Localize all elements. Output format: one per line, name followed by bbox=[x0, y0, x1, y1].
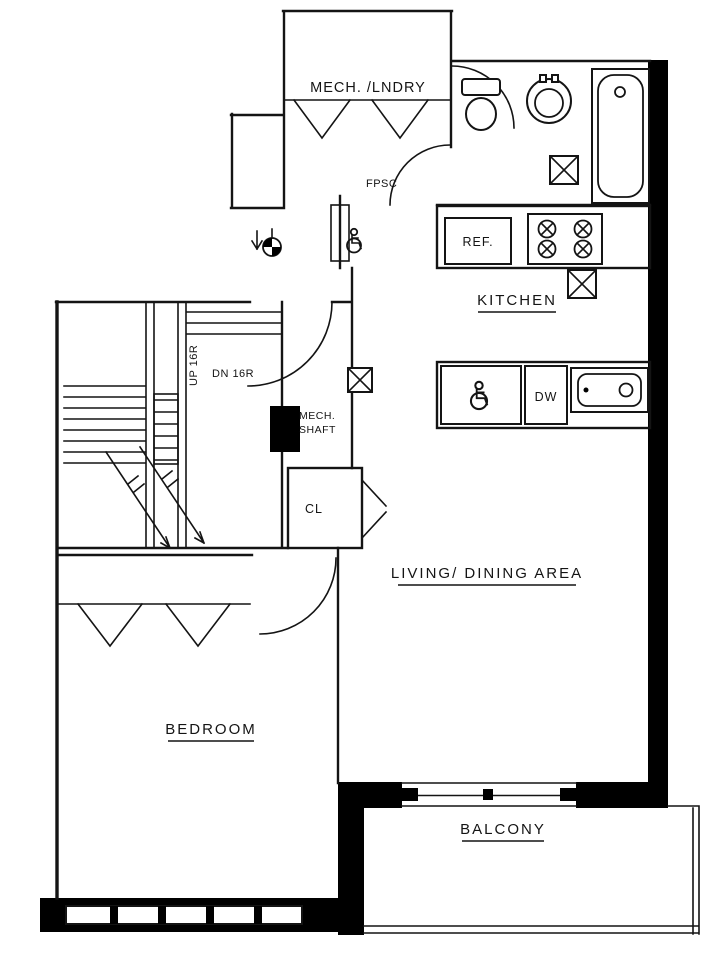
bathroom-sink-icon bbox=[526, 74, 572, 124]
room-label-living-dining: LIVING/ DINING AREA bbox=[391, 565, 583, 582]
burner bbox=[537, 239, 557, 259]
dishwasher-label: DW bbox=[535, 390, 558, 404]
tub-basin bbox=[597, 74, 644, 198]
fixture-quadrants bbox=[263, 238, 281, 256]
balcony-top-wall-right bbox=[576, 782, 648, 808]
clearance-box bbox=[440, 365, 522, 425]
faucet-handle bbox=[539, 74, 547, 83]
tub-rim bbox=[591, 68, 650, 204]
wheelchair-icon bbox=[469, 380, 489, 411]
closet-header-lines bbox=[56, 99, 452, 605]
mech-shaft: MECH. SHAFT bbox=[270, 406, 336, 452]
window-mullion bbox=[206, 906, 214, 924]
toilet-icon bbox=[461, 78, 501, 131]
bathroom bbox=[461, 68, 650, 204]
wheelchair-icon bbox=[346, 227, 363, 254]
exhaust-x-marks bbox=[346, 154, 598, 394]
bifold-door-icon bbox=[76, 98, 430, 648]
toilet-bowl bbox=[465, 97, 497, 131]
refrigerator-outline bbox=[444, 217, 512, 265]
wheelchair-wheel bbox=[346, 237, 362, 254]
tub-drain bbox=[614, 86, 626, 98]
dishwasher: DW bbox=[524, 365, 568, 425]
closet-opening-jambs bbox=[360, 478, 388, 540]
lower-counter bbox=[435, 360, 652, 430]
window-mullion bbox=[110, 906, 118, 924]
room-label-kitchen: KITCHEN bbox=[477, 292, 557, 309]
burner bbox=[537, 219, 557, 239]
stair-treads bbox=[63, 301, 283, 549]
mech-shaft-box bbox=[270, 406, 300, 452]
fpsc-label: FPSC bbox=[366, 178, 397, 190]
balcony-door-post bbox=[483, 789, 493, 800]
dishwasher-outline bbox=[524, 365, 568, 425]
balcony-door-post bbox=[560, 788, 576, 801]
window-mullion bbox=[158, 906, 166, 924]
balcony-door bbox=[401, 782, 577, 807]
sink-bowl bbox=[534, 88, 564, 118]
kitchen-counters: REF. DW bbox=[435, 204, 652, 430]
room-label-mech-laundry: MECH. /LNDRY bbox=[310, 80, 426, 96]
window-glazing bbox=[65, 905, 303, 925]
window-mullion bbox=[254, 906, 262, 924]
balcony-top-wall-left bbox=[364, 782, 402, 808]
stair-landing bbox=[153, 393, 179, 465]
burner bbox=[573, 219, 593, 239]
stair-up-label: UP 16R bbox=[188, 345, 200, 386]
bedroom-window bbox=[65, 905, 303, 925]
closet-walls bbox=[286, 466, 364, 550]
wheelchair-head bbox=[474, 380, 484, 391]
refrigerator-label: REF. bbox=[462, 235, 493, 249]
staircase: UP 16R DN 16R bbox=[63, 301, 283, 550]
burner bbox=[573, 239, 593, 259]
room-label-bedroom: BEDROOM bbox=[165, 721, 257, 738]
balcony-edge bbox=[363, 805, 700, 935]
closet-cl: CL bbox=[286, 466, 388, 550]
wheelchair-wheel bbox=[469, 391, 489, 411]
stair-direction-arrows bbox=[104, 445, 206, 550]
stove-outline bbox=[527, 213, 603, 265]
mech-shaft-label-1: MECH. bbox=[299, 410, 335, 422]
mech-shaft-label-2: SHAFT bbox=[299, 424, 336, 436]
closet-label: CL bbox=[305, 502, 323, 516]
upper-counter bbox=[435, 204, 652, 270]
fpsc-cabinet bbox=[330, 204, 350, 262]
faucet-handle bbox=[551, 74, 559, 83]
sink-drain bbox=[618, 382, 634, 398]
accessible-clearance bbox=[440, 365, 522, 425]
kitchen-sink-icon bbox=[570, 367, 649, 413]
balcony-door-post bbox=[402, 788, 418, 801]
ceiling-fixture-icon bbox=[250, 228, 282, 257]
right-exterior-wall bbox=[648, 60, 668, 808]
bathtub-icon bbox=[591, 68, 650, 204]
exterior-walls bbox=[40, 60, 668, 935]
toilet-tank bbox=[461, 78, 501, 96]
sink-basin bbox=[577, 373, 642, 407]
stair-down-label: DN 16R bbox=[212, 368, 254, 380]
refrigerator: REF. bbox=[444, 217, 512, 265]
room-label-balcony: BALCONY bbox=[460, 821, 546, 838]
wheelchair-head bbox=[349, 227, 359, 237]
faucet bbox=[583, 387, 589, 393]
stove-icon bbox=[527, 213, 603, 265]
fixture-stem-arrow bbox=[250, 228, 273, 251]
burner-marks bbox=[539, 221, 591, 257]
